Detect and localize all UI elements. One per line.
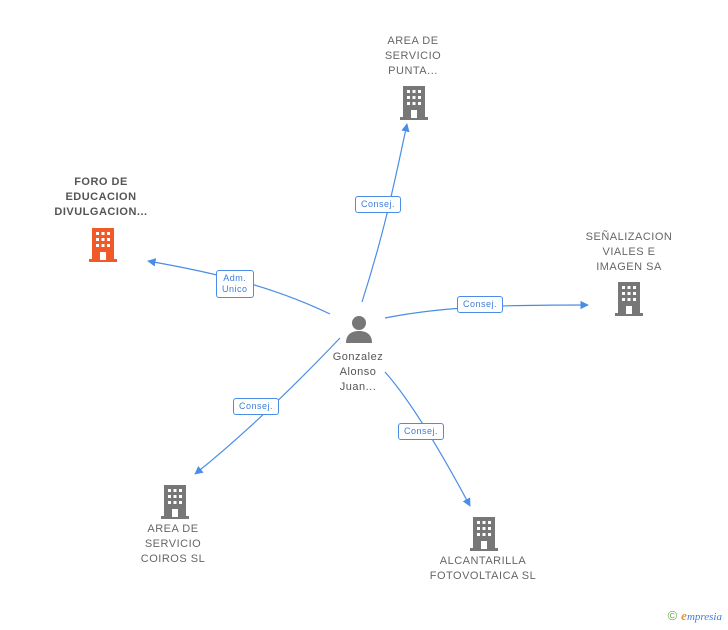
edge-label-area-servicio-coiros: Consej. — [233, 398, 280, 415]
node-label-area-servicio-punta[interactable]: AREA DE SERVICIO PUNTA... — [384, 35, 442, 77]
edge-label-foro-educacion: Adm. Unico — [216, 270, 254, 298]
edge-label-area-servicio-punta: Consej. — [355, 196, 402, 213]
edge-label-senalizacion: Consej. — [457, 296, 504, 313]
node-label-area-servicio-coiros[interactable]: AREA DE SERVICIO COIROS SL — [140, 523, 206, 565]
center-person-label[interactable]: Gonzalez Alonso Juan... — [332, 351, 384, 393]
edge-to-area-servicio-punta — [361, 123, 410, 303]
node-label-foro-educacion[interactable]: FORO DE EDUCACION DIVULGACION... — [54, 176, 148, 218]
empresia-logo: ©empresia — [667, 608, 722, 623]
node-label-senalizacion[interactable]: SEÑALIZACION VIALES E IMAGEN SA — [585, 231, 673, 273]
building-icon — [89, 228, 117, 262]
node-label-alcantarilla[interactable]: ALCANTARILLA FOTOVOLTAICA SL — [429, 555, 537, 582]
building-icon — [470, 517, 498, 551]
person-icon — [346, 316, 372, 343]
building-icon — [615, 282, 643, 316]
building-icon — [400, 86, 428, 120]
edge-label-alcantarilla: Consej. — [398, 423, 445, 440]
building-icon — [161, 485, 189, 519]
